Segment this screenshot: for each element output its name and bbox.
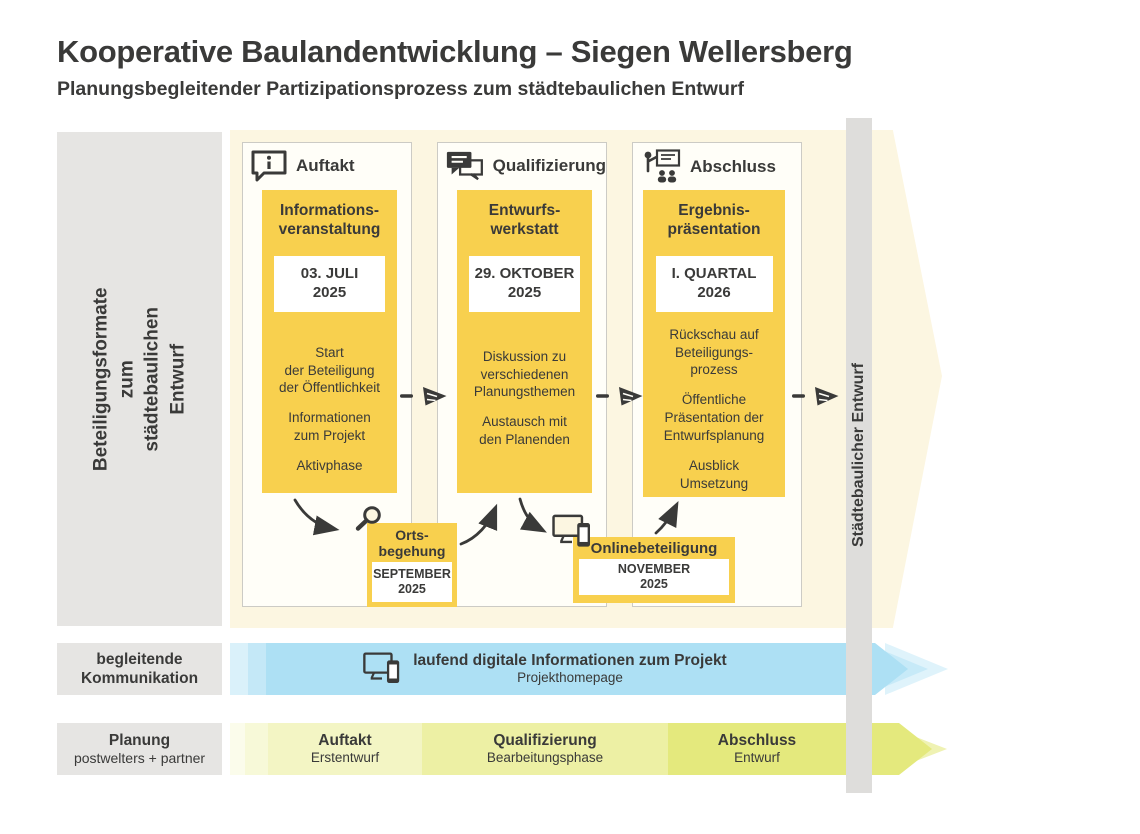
- planning-row-label-title: Planung: [108, 731, 171, 749]
- info-bubble-icon: [251, 150, 287, 182]
- card-body: Start der Beteiligung der Öffentlichkeit…: [268, 344, 391, 475]
- devices-icon: [552, 514, 590, 547]
- sub-event-ortsbegehung: Orts- begehung SEPTEMBER 2025: [367, 523, 457, 607]
- card-item: Ausblick Umsetzung: [679, 457, 749, 491]
- card-item: Informationen zum Projekt: [288, 410, 371, 444]
- column-abschluss-header: Abschluss: [633, 143, 801, 184]
- card-item: Öffentliche Präsentation der Entwurfspla…: [663, 392, 765, 443]
- magnifier-icon: [355, 506, 381, 531]
- sub-event-title: Orts- begehung: [378, 527, 446, 560]
- sub-event-date: NOVEMBER 2025: [579, 559, 729, 596]
- devices-icon: [363, 652, 400, 684]
- segment-subtitle: Entwurf: [734, 750, 780, 766]
- date-box: I. QUARTAL 2026: [655, 255, 773, 312]
- chat-bubbles-icon: [446, 151, 483, 181]
- card-item: Rückschau auf Beteiligungs- prozess: [669, 326, 759, 378]
- segment-subtitle: Bearbeitungsphase: [486, 750, 604, 766]
- date-box: 29. OKTOBER 2025: [469, 255, 580, 312]
- planning-bar: [230, 723, 947, 775]
- card-title: Entwurfs- werkstatt: [488, 202, 561, 238]
- card-body: Rückschau auf Beteiligungs- prozess Öffe…: [649, 326, 779, 493]
- communication-row-label-text: begleitende Kommunikation: [80, 650, 199, 687]
- card-informationsveranstaltung: Informations- veranstaltung 03. JULI 202…: [262, 190, 397, 493]
- date-text: 29. OKTOBER 2025: [474, 265, 575, 301]
- planning-segment-abschluss: Abschluss Entwurf: [668, 723, 846, 775]
- segment-title: Qualifizierung: [493, 731, 597, 749]
- phase-label: Qualifizierung: [492, 156, 606, 175]
- sub-event-date: SEPTEMBER 2025: [372, 562, 452, 603]
- planning-segment-auftakt: Auftakt Erstentwurf: [268, 723, 422, 775]
- communication-row-label: begleitende Kommunikation: [57, 643, 222, 695]
- segment-title: Abschluss: [717, 731, 797, 749]
- communication-bar: [230, 643, 948, 695]
- card-item: Start der Beteiligung der Öffentlichkeit: [278, 344, 381, 396]
- column-auftakt-header: Auftakt: [243, 143, 411, 182]
- card-item: Aktivphase: [296, 457, 363, 473]
- phase-label: Auftakt: [296, 155, 355, 175]
- planning-row-label-subtitle: postwelters + partner: [73, 749, 206, 766]
- date-text: I. QUARTAL 2026: [671, 265, 757, 301]
- card-title: Ergebnis- präsentation: [667, 202, 761, 238]
- sub-event-onlinebeteiligung: Onlinebeteiligung NOVEMBER 2025: [573, 537, 735, 603]
- card-entwurfswerkstatt: Entwurfs- werkstatt 29. OKTOBER 2025 Dis…: [457, 190, 592, 493]
- presentation-icon: [644, 149, 681, 183]
- participation-formats-rail: Beteiligungsformate zum städtebaulichen …: [57, 132, 222, 626]
- phase-label: Abschluss: [690, 156, 776, 176]
- planning-segment-qualifizierung: Qualifizierung Bearbeitungsphase: [422, 723, 668, 775]
- page-title: Kooperative Baulandentwicklung – Siegen …: [57, 34, 853, 69]
- date-box: 03. JULI 2025: [274, 255, 385, 312]
- participation-formats-label: Beteiligungsformate zum städtebaulichen …: [90, 287, 189, 471]
- communication-bar-subtitle: Projekthomepage: [517, 670, 623, 686]
- card-title: Informations- veranstaltung: [278, 202, 381, 238]
- card-item: Diskussion zu verschiedenen Planungsthem…: [473, 348, 576, 400]
- staedtebaulicher-entwurf-bar: Städtebaulicher Entwurf: [846, 118, 872, 793]
- card-body: Diskussion zu verschiedenen Planungsthem…: [463, 348, 586, 449]
- date-text: 03. JULI 2025: [300, 265, 359, 301]
- staedtebaulicher-entwurf-label: Städtebaulicher Entwurf: [850, 363, 867, 548]
- card-item: Austausch mit den Planenden: [479, 414, 570, 448]
- segment-title: Auftakt: [318, 731, 372, 749]
- planning-row-label: Planung postwelters + partner: [57, 723, 222, 775]
- communication-bar-content: laufend digitale Informationen zum Proje…: [230, 643, 860, 695]
- page-subtitle: Planungsbegleitender Partizipationsproze…: [57, 78, 744, 100]
- segment-subtitle: Erstentwurf: [310, 750, 380, 766]
- column-qualifizierung-header: Qualifizierung: [438, 143, 606, 183]
- card-ergebnispraesentation: Ergebnis- präsentation I. QUARTAL 2026 R…: [643, 190, 785, 497]
- communication-bar-title: laufend digitale Informationen zum Proje…: [413, 651, 727, 669]
- sub-event-title: Onlinebeteiligung: [590, 540, 718, 557]
